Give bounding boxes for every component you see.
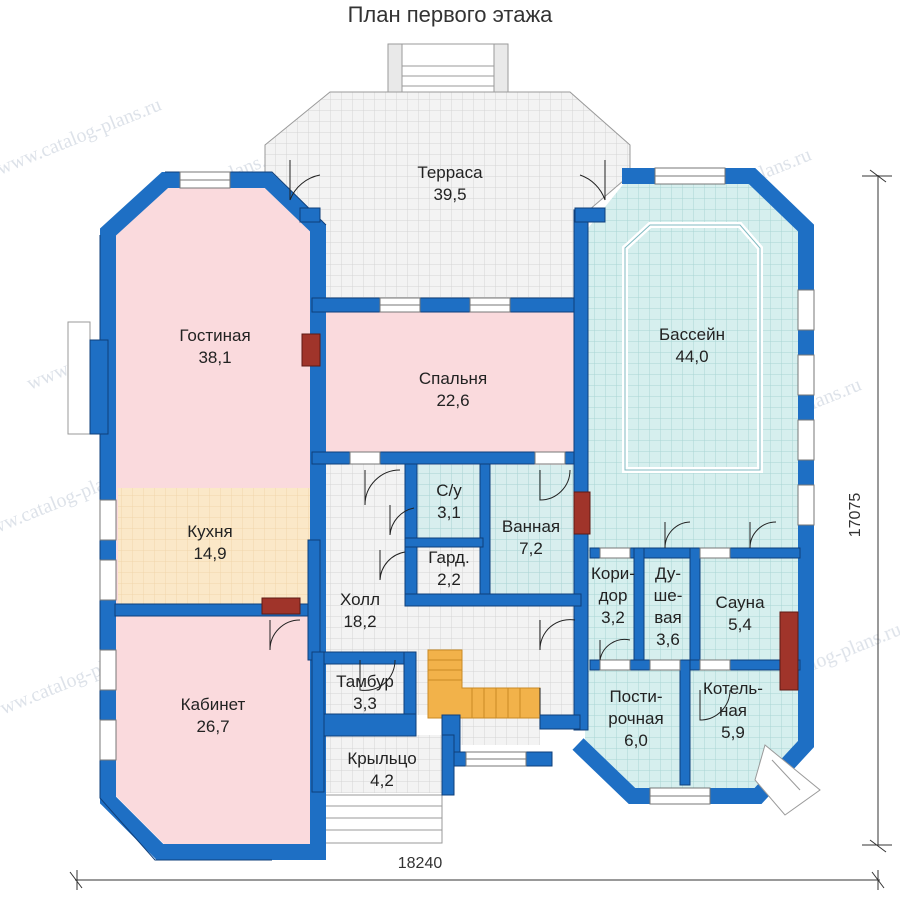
chimneys [261,333,799,691]
room-name: Сауна [715,593,765,612]
room-area: 6,0 [624,731,648,750]
room-area: 3,1 [437,503,461,522]
room-area: 44,0 [675,347,708,366]
room-name-line: ше- [654,586,683,605]
kitchen-floor [118,488,310,606]
dimension-depth-label: 17075 [847,493,864,538]
room-wardrobe[interactable]: Гард. 2,2 [414,545,482,593]
bedroom-floor [320,312,576,452]
bathroom-floor [488,465,574,595]
room-pool[interactable]: Бассейн 44,0 [625,225,760,470]
room-office[interactable]: Кабинет 26,7 [118,616,308,846]
room-name-line: Кори- [591,564,635,583]
room-name: С/у [436,481,462,500]
wc-floor [414,465,482,540]
room-name: Гард. [428,548,469,567]
room-name: Кухня [187,522,233,541]
room-area: 4,2 [370,771,394,790]
room-living[interactable]: Гостиная 38,1 [118,190,308,485]
room-area: 14,9 [193,544,226,563]
room-corridor[interactable]: Кори- дор 3,2 [590,558,635,660]
dimension-depth: 17075 [847,169,892,853]
room-name-line: рочная [608,709,663,728]
room-name: Тамбур [336,672,394,691]
room-porch[interactable]: Крыльцо 4,2 [322,735,442,793]
room-shower[interactable]: Ду- ше- вая 3,6 [644,558,690,660]
room-wc[interactable]: С/у 3,1 [414,465,482,540]
room-area: 5,4 [728,615,752,634]
pool-basin [622,222,763,473]
room-kitchen[interactable]: Кухня 14,9 [118,488,308,604]
room-name: Крыльцо [347,749,416,768]
room-name-line: ная [719,701,747,720]
dimension-width: 18240 [69,855,885,890]
room-name: Терраса [417,163,483,182]
room-terrace[interactable]: Терраса 39,5 [330,100,570,290]
room-name-line: дор [599,586,628,605]
room-area: 3,6 [656,630,680,649]
wardrobe-floor [414,545,482,593]
porch-steps [321,794,443,844]
room-area: 26,7 [196,717,229,736]
room-area: 39,5 [433,185,466,204]
staircase [427,649,541,719]
room-bathroom[interactable]: Ванная 7,2 [488,465,574,595]
room-area: 3,2 [601,608,625,627]
room-name: Спальня [419,369,487,388]
room-boiler[interactable]: Котель- ная 5,9 [690,670,798,785]
room-area: 3,3 [353,694,377,713]
room-area: 5,9 [721,723,745,742]
vestibule-floor [322,662,406,714]
room-vestibule[interactable]: Тамбур 3,3 [322,662,406,714]
boiler-exterior-steps [754,744,821,816]
room-sauna[interactable]: Сауна 5,4 [700,558,798,660]
room-name: Гостиная [179,326,250,345]
room-name-line: Ду- [655,564,681,583]
room-name-line: Пости- [609,687,662,706]
terrace-steps [387,43,509,93]
walls [67,168,814,861]
room-area: 18,2 [343,612,376,631]
room-name-line: вая [654,608,682,627]
room-area: 22,6 [436,391,469,410]
room-hall[interactable]: Холл 18,2 [320,560,410,650]
watermark: www.catalog-plans.ru [0,94,164,180]
windows [99,167,815,805]
dimension-width-label: 18240 [398,855,443,872]
room-area: 7,2 [519,539,543,558]
room-name-line: Котель- [703,679,763,698]
room-name: Ванная [502,517,560,536]
room-laundry[interactable]: Пости- рочная 6,0 [590,670,680,785]
room-area: 2,2 [437,570,461,589]
room-name: Кабинет [181,695,246,714]
plan-title: План первого этажа [348,2,554,27]
door-swings [269,160,777,721]
porch-floor [322,735,442,793]
room-bedroom[interactable]: Спальня 22,6 [320,312,576,452]
room-name: Бассейн [659,325,725,344]
room-name: Холл [340,590,380,609]
room-area: 38,1 [198,348,231,367]
